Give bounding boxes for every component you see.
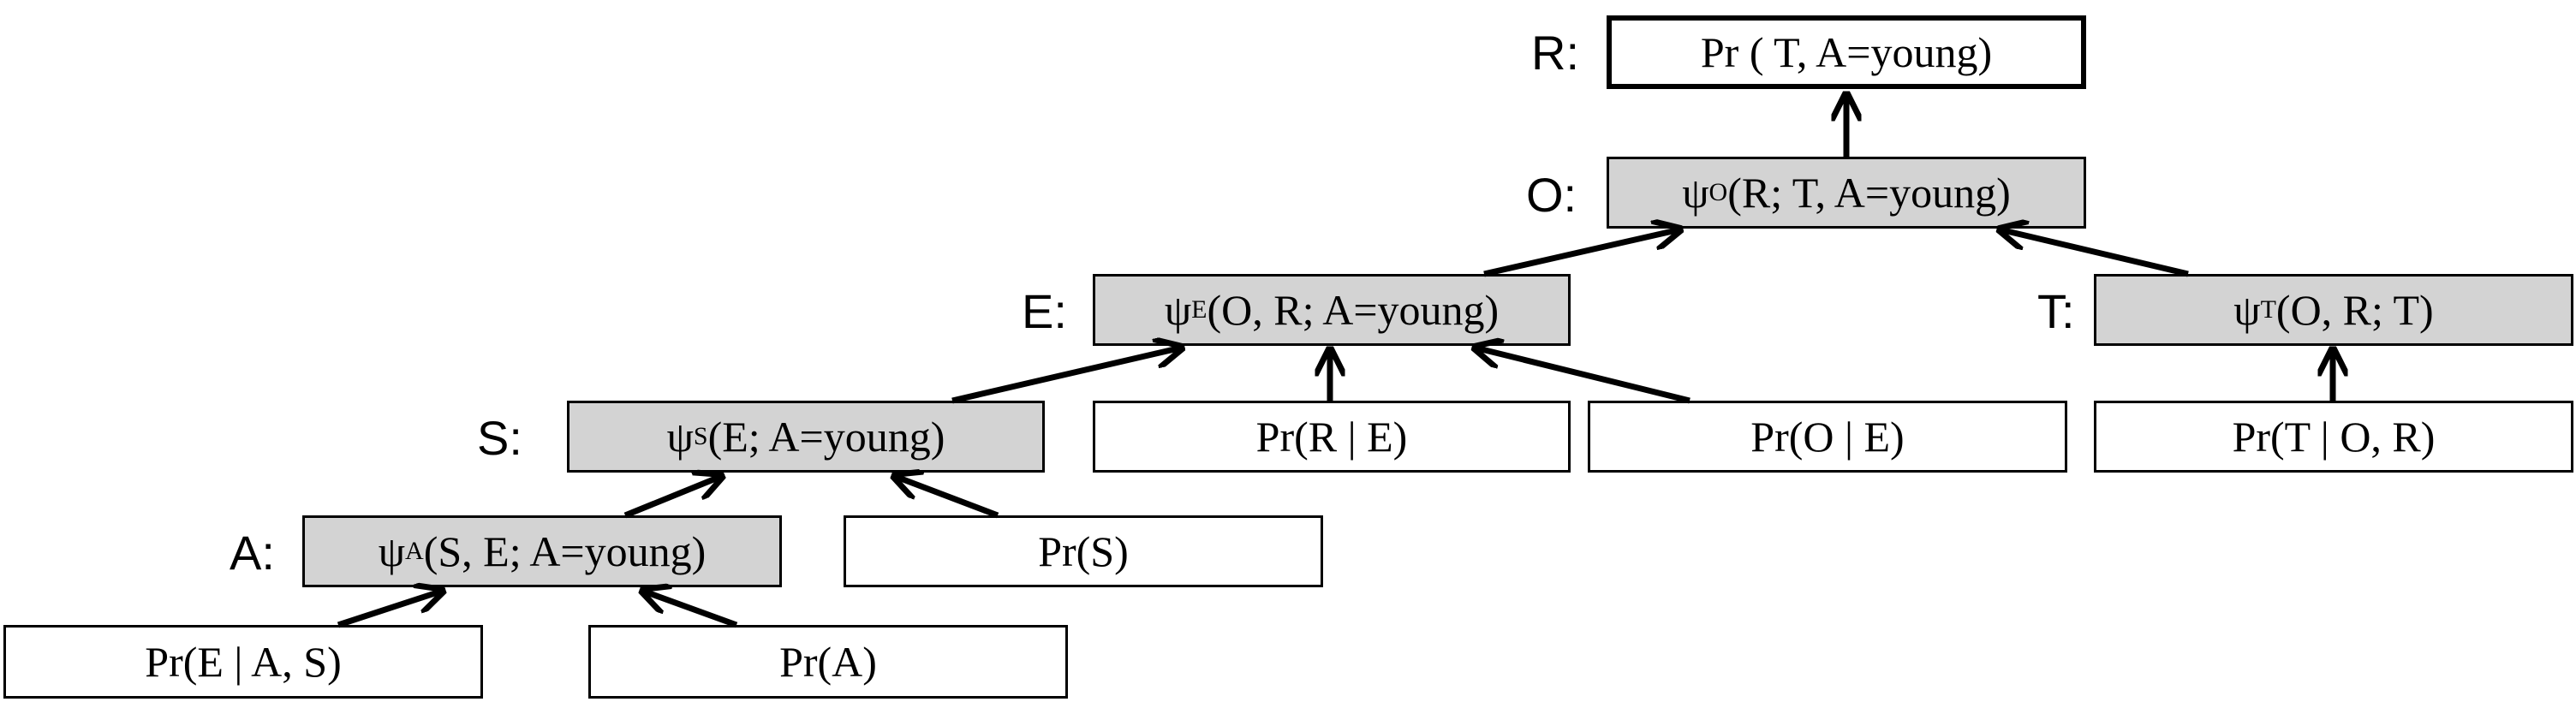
node-root-text: Pr ( T, A=young) bbox=[1700, 28, 1993, 76]
label-o: O: bbox=[1526, 168, 1577, 222]
arrow-pr-s-to-psi-s bbox=[894, 476, 999, 519]
arrow-psi-t-to-psi-o bbox=[2000, 229, 2189, 277]
pr-r-given-e-text: Pr(R | E) bbox=[1255, 413, 1408, 461]
psi-a-args: (S, E; A=young) bbox=[423, 527, 707, 575]
pr-t-given-o-r-text: Pr(T | O, R) bbox=[2232, 413, 2436, 461]
psi-t-symbol: ψ bbox=[2233, 286, 2261, 334]
psi-e-symbol: ψ bbox=[1164, 286, 1192, 334]
psi-o-args: (R; T, A=young) bbox=[1727, 169, 2011, 217]
psi-a-subscript: A bbox=[405, 537, 424, 565]
node-pr-r-given-e: Pr(R | E) bbox=[1093, 401, 1571, 473]
psi-s-args: (E; A=young) bbox=[707, 413, 945, 461]
pr-a-text: Pr(A) bbox=[779, 638, 877, 686]
node-pr-a: Pr(A) bbox=[588, 625, 1068, 699]
node-root-pr: Pr ( T, A=young) bbox=[1607, 15, 2086, 89]
arrow-pr-e-as-to-psi-a bbox=[337, 591, 443, 628]
pr-s-text: Pr(S) bbox=[1038, 527, 1129, 575]
node-pr-s: Pr(S) bbox=[844, 515, 1323, 587]
node-pr-e-given-a-s: Pr(E | A, S) bbox=[3, 625, 483, 699]
psi-a-symbol: ψ bbox=[378, 527, 406, 575]
arrow-psi-a-to-psi-s bbox=[623, 476, 722, 519]
label-t: T: bbox=[2037, 284, 2075, 338]
arrow-pr-o-e-to-psi-e bbox=[1475, 348, 1690, 404]
psi-s-symbol: ψ bbox=[666, 413, 694, 461]
node-pr-o-given-e: Pr(O | E) bbox=[1588, 401, 2067, 473]
psi-e-args: (O, R; A=young) bbox=[1207, 286, 1500, 334]
arrow-psi-s-to-psi-e bbox=[951, 348, 1182, 404]
arrow-psi-e-to-psi-o bbox=[1483, 229, 1680, 277]
psi-o-subscript: O bbox=[1708, 178, 1728, 206]
label-a: A: bbox=[230, 526, 275, 580]
psi-o-symbol: ψ bbox=[1682, 169, 1709, 217]
node-pr-t-given-o-r: Pr(T | O, R) bbox=[2094, 401, 2573, 473]
arrow-pr-a-to-psi-a bbox=[642, 591, 738, 628]
psi-t-subscript: T bbox=[2260, 295, 2276, 324]
pr-o-given-e-text: Pr(O | E) bbox=[1750, 413, 1905, 461]
psi-e-subscript: E bbox=[1191, 295, 1208, 324]
label-s: S: bbox=[477, 411, 522, 465]
label-e: E: bbox=[1022, 284, 1067, 338]
psi-s-subscript: S bbox=[693, 422, 708, 450]
psi-t-args: (O, R; T) bbox=[2275, 286, 2434, 334]
pr-e-given-a-s-text: Pr(E | A, S) bbox=[145, 638, 342, 686]
label-r: R: bbox=[1531, 26, 1579, 80]
